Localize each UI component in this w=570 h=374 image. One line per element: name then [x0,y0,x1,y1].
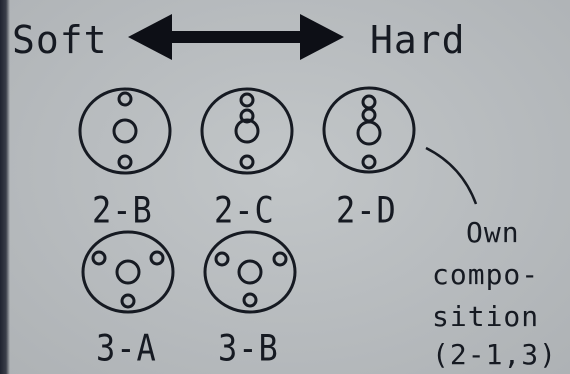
leader-line [425,146,478,205]
arrow-shaft [158,31,312,43]
note-line-2: compo- [432,258,540,291]
note-line-1: Own [466,216,520,249]
circle-2-b [78,87,172,175]
hard-label: Hard [370,18,466,62]
dark-edge [0,0,10,374]
circle-3-a [81,230,175,314]
circle-2-c [200,87,294,175]
circle-2-d [322,86,416,174]
arrow-head-right [300,14,344,60]
circle-3-b [203,230,297,314]
label-3-b: 3-B [218,326,279,370]
soft-label: Soft [12,18,108,62]
arrow-head-left [128,14,172,60]
note-line-4: (2-1,3) [432,338,558,371]
soft-hard-arrow [128,14,344,60]
label-3-a: 3-A [96,326,157,370]
label-2-b: 2-B [92,188,153,232]
label-2-d: 2-D [336,188,397,232]
label-2-c: 2-C [214,188,275,232]
note-line-3: sition [432,300,540,333]
